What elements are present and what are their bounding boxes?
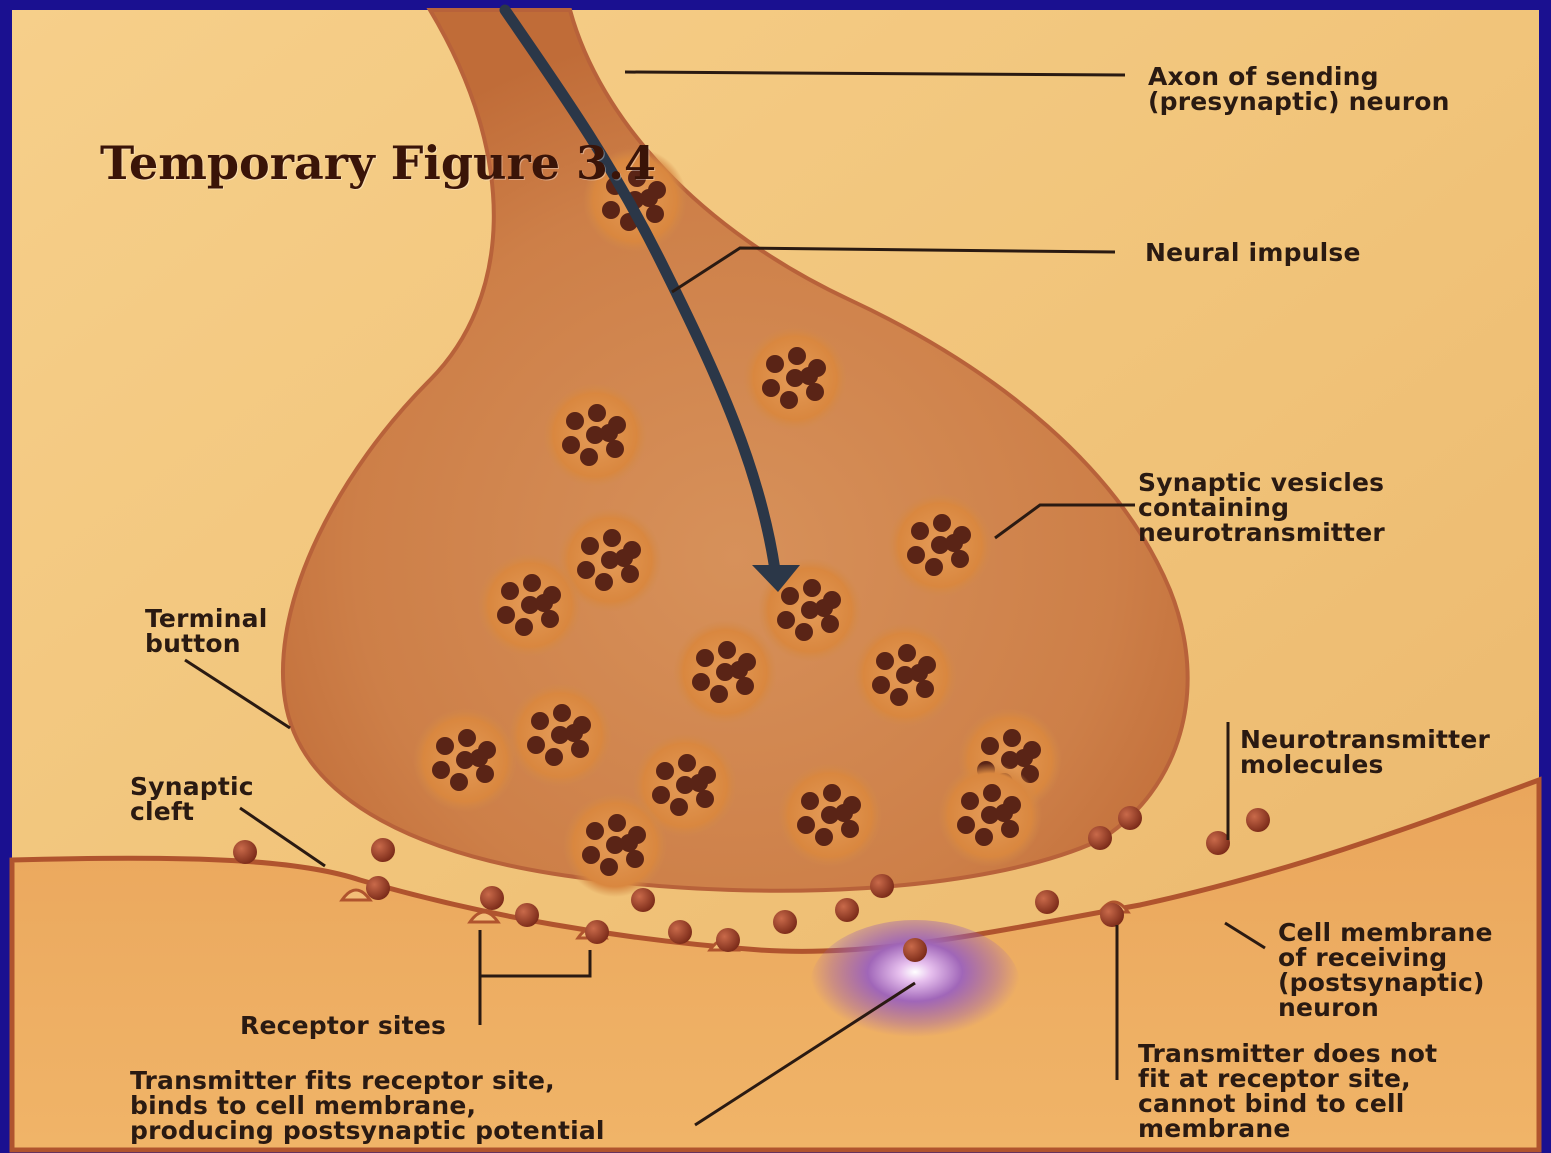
vesicle [853, 623, 957, 727]
vesicle [543, 383, 647, 487]
transmitter-molecule [1118, 806, 1142, 830]
label-receptor-sites: Receptor sites [240, 1013, 446, 1038]
vesicle [478, 553, 582, 657]
transmitter-molecule [366, 876, 390, 900]
vesicle [743, 326, 847, 430]
label-transmitter-fits: Transmitter fits receptor site, binds to… [130, 1068, 605, 1143]
vesicle [413, 708, 517, 812]
transmitter-molecule [1035, 890, 1059, 914]
transmitter-molecule [233, 840, 257, 864]
label-terminal-button: Terminal button [145, 606, 267, 656]
transmitter-molecule [903, 938, 927, 962]
label-transmitter-not-fit: Transmitter does not fit at receptor sit… [1138, 1041, 1437, 1141]
transmitter-molecule [668, 920, 692, 944]
vesicle [778, 763, 882, 867]
transmitter-molecule [835, 898, 859, 922]
vesicle [673, 620, 777, 724]
transmitter-molecule [1088, 826, 1112, 850]
transmitter-molecule [371, 838, 395, 862]
label-synaptic-cleft: Synaptic cleft [130, 774, 254, 824]
transmitter-molecule [1206, 831, 1230, 855]
transmitter-molecule [716, 928, 740, 952]
label-cell-membrane: Cell membrane of receiving (postsynaptic… [1278, 920, 1493, 1020]
transmitter-molecule [480, 886, 504, 910]
vesicle [888, 493, 992, 597]
label-axon: Axon of sending (presynaptic) neuron [1148, 64, 1450, 114]
label-synaptic-vesicles: Synaptic vesicles containing neurotransm… [1138, 470, 1385, 545]
transmitter-molecule [631, 888, 655, 912]
label-neural-impulse: Neural impulse [1145, 240, 1361, 265]
transmitter-molecule [870, 874, 894, 898]
vesicle [563, 793, 667, 897]
transmitter-molecule [585, 920, 609, 944]
vesicle [508, 683, 612, 787]
transmitter-molecule [1100, 903, 1124, 927]
transmitter-molecule [1246, 808, 1270, 832]
label-neurotransmitter-molecules: Neurotransmitter molecules [1240, 727, 1490, 777]
transmitter-molecule [773, 910, 797, 934]
vesicle [938, 763, 1042, 867]
transmitter-molecule [515, 903, 539, 927]
figure-title: Temporary Figure 3.4 [100, 138, 656, 188]
